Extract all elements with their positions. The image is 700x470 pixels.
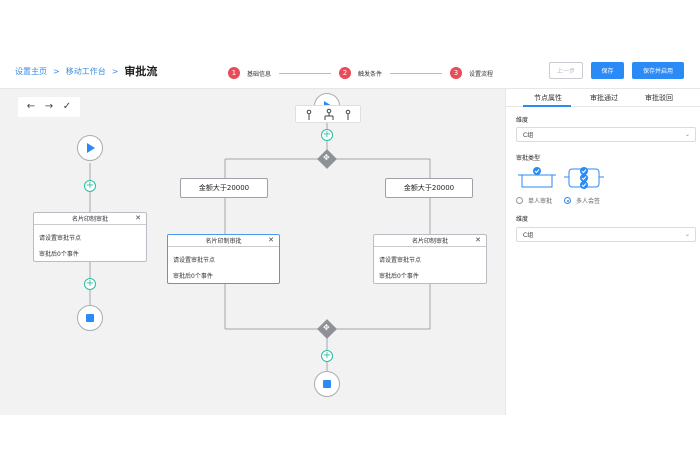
dimension-select-value: C组: [523, 232, 534, 239]
tab-rejected[interactable]: 审批驳回: [645, 94, 673, 102]
panel-tabs: 节点属性 审批通过 审批驳回: [506, 89, 700, 107]
end-node[interactable]: [314, 371, 340, 397]
step-3[interactable]: 3 设置流程: [450, 67, 493, 79]
move-icon: ✥: [323, 323, 330, 332]
step-number: 3: [450, 67, 463, 79]
header: 设置主页 > 移动工作台 > 审批流 1 基础信息 2 触发条件 3 设置流程 …: [0, 0, 700, 88]
dimension-label: 维度: [516, 117, 529, 124]
approval-type-options[interactable]: [516, 165, 606, 191]
add-node-button[interactable]: +: [84, 278, 96, 290]
step-label: 设置流程: [469, 70, 494, 78]
condition-node[interactable]: 金额大于20000: [180, 178, 268, 198]
prev-step-button[interactable]: 上一步: [549, 62, 583, 79]
dimension-select[interactable]: C组 ⌄: [516, 127, 696, 142]
dimension-select[interactable]: C组 ⌄: [516, 227, 696, 242]
step-connector: [279, 72, 332, 74]
step-2[interactable]: 2 触发条件: [339, 67, 382, 79]
node-tool-icons: [306, 108, 351, 120]
node-title-text: 名片印制审批: [71, 216, 108, 223]
properties-panel: 节点属性 审批通过 审批驳回 维度 C组 ⌄ 审批类型 单人审批: [505, 88, 700, 415]
chevron-down-icon: ⌄: [684, 231, 690, 238]
tab-approved[interactable]: 审批通过: [590, 94, 618, 102]
node-title: 名片印制审批 ✕: [168, 235, 279, 247]
approval-node-card[interactable]: 名片印制审批 ✕ 请设置审批节点 审批后0个事件: [373, 234, 487, 284]
node-setting-text: 请设置审批节点: [173, 257, 216, 264]
step-1[interactable]: 1 基础信息: [228, 67, 271, 79]
start-node[interactable]: [77, 135, 103, 161]
radio-label: 单人审批: [528, 198, 553, 205]
radio-multi-approval[interactable]: 多人会签: [564, 196, 600, 205]
dimension-select-value: C组: [523, 132, 534, 139]
approval-node-card[interactable]: 名片印制审批 ✕ 请设置审批节点 审批后0个事件: [33, 212, 147, 262]
move-icon: ✥: [323, 153, 330, 162]
breadcrumb: 设置主页 > 移动工作台 > 审批流: [15, 63, 157, 79]
add-node-button[interactable]: +: [321, 129, 333, 141]
condition-icon: [345, 109, 351, 120]
node-title-text: 名片印制审批: [411, 238, 448, 245]
chevron-down-icon: ⌄: [684, 131, 690, 138]
approval-node-card[interactable]: 名片印制审批 ✕ 请设置审批节点 审批后0个事件: [167, 234, 280, 284]
undo-icon[interactable]: ←: [26, 101, 36, 112]
tab-node-properties[interactable]: 节点属性: [534, 94, 562, 102]
breadcrumb-separator: >: [111, 66, 119, 76]
radio-circle: [564, 197, 571, 204]
node-event-text: 审批后0个事件: [173, 273, 213, 280]
radio-circle: [516, 197, 523, 204]
check-icon[interactable]: ✓: [62, 101, 72, 112]
dimension-label: 维度: [516, 216, 529, 223]
node-title-text: 名片印制审批: [205, 238, 242, 245]
add-node-button[interactable]: +: [84, 180, 96, 192]
approval-type-label: 审批类型: [516, 155, 541, 162]
node-title: 名片印制审批 ✕: [34, 213, 146, 225]
breadcrumb-workspace[interactable]: 移动工作台: [65, 66, 106, 76]
step-indicator: 1 基础信息 2 触发条件 3 设置流程: [228, 66, 493, 80]
save-and-enable-button[interactable]: 保存并启用: [632, 62, 684, 79]
node-title: 名片印制审批 ✕: [374, 235, 486, 247]
single-approval-icon: [518, 167, 556, 188]
canvas-toolbar: ← → ✓: [18, 97, 80, 117]
active-tab-indicator: [523, 105, 571, 107]
page-title: 审批流: [124, 65, 158, 78]
close-icon[interactable]: ✕: [135, 214, 141, 222]
step-number: 2: [339, 67, 352, 79]
condition-node[interactable]: 金额大于20000: [385, 178, 473, 198]
radio-label: 多人会签: [576, 198, 601, 205]
step-label: 基础信息: [247, 70, 272, 78]
breadcrumb-separator: >: [53, 66, 60, 76]
step-label: 触发条件: [358, 70, 383, 78]
play-icon: [87, 143, 95, 153]
stop-icon: [86, 314, 94, 322]
stop-icon: [323, 380, 331, 388]
end-node[interactable]: [77, 305, 103, 331]
node-setting-text: 请设置审批节点: [379, 257, 422, 264]
save-button[interactable]: 保存: [591, 62, 624, 79]
flow-canvas[interactable]: ← → ✓ + 名片印制审批 ✕ 请设置审批节点 审批后0个事件 + + ✥ 金…: [0, 88, 505, 415]
breadcrumb-home[interactable]: 设置主页: [15, 66, 47, 76]
node-setting-text: 请设置审批节点: [39, 235, 82, 242]
redo-icon[interactable]: →: [44, 101, 54, 112]
step-connector: [390, 72, 443, 74]
step-number: 1: [228, 67, 240, 79]
close-icon[interactable]: ✕: [475, 236, 481, 244]
close-icon[interactable]: ✕: [268, 236, 274, 244]
parallel-branch-icon: [324, 108, 334, 120]
radio-single-approval[interactable]: 单人审批: [516, 196, 552, 205]
node-event-text: 审批后0个事件: [379, 273, 419, 280]
node-event-text: 审批后0个事件: [39, 251, 79, 258]
node-tool-popup: [295, 105, 361, 123]
branch-icon: [306, 109, 312, 120]
multi-approval-icon: [564, 167, 604, 189]
add-node-button[interactable]: +: [321, 350, 333, 362]
